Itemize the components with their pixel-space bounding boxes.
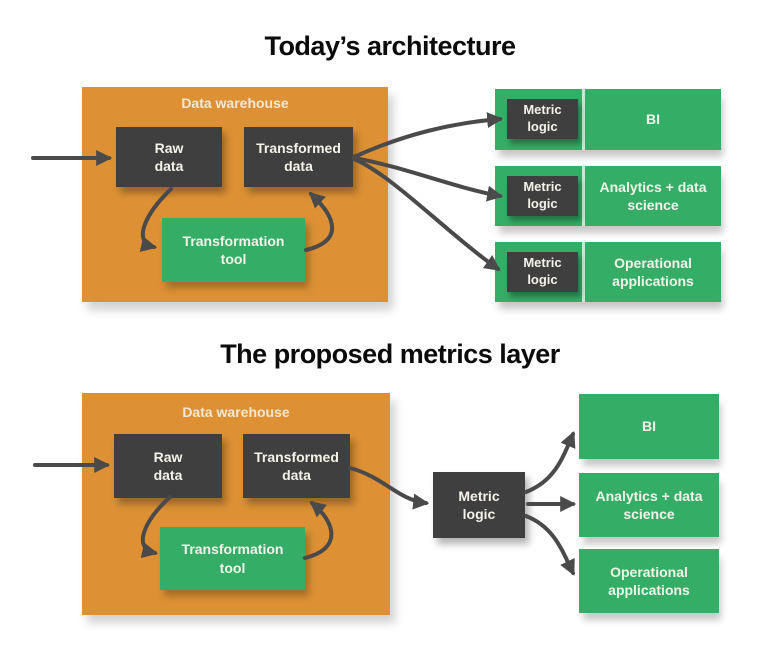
endpoint-bi-top: Metric logic BI (495, 89, 721, 150)
metric-logic-chip-operational: Metric logic (507, 252, 578, 292)
title-proposed-metrics-layer: The proposed metrics layer (220, 339, 560, 369)
transformation-tool-label-top: Transformation tool (182, 232, 285, 267)
arrow-metric-to-operational-bottom (524, 514, 575, 576)
arrow-metric-to-bi-bottom (524, 431, 576, 494)
endpoint-analytics-bottom: Analytics + data science (579, 473, 719, 537)
data-warehouse-label-bottom: Data warehouse (182, 404, 290, 420)
seam-divider (582, 89, 585, 150)
seam-divider (582, 242, 585, 302)
metric-logic-chip-label: Metric logic (523, 102, 562, 134)
raw-data-box-bottom: Raw data (114, 434, 222, 498)
raw-data-label-top: Raw data (154, 139, 184, 174)
data-warehouse-container-bottom: Data warehouse Raw data Transformed data… (82, 393, 390, 615)
metric-logic-label-bottom: Metric logic (458, 487, 500, 522)
operational-label-top: Operational applications (612, 254, 694, 289)
endpoint-bi-label-area: BI (585, 89, 721, 150)
endpoint-bi-bottom: BI (579, 394, 719, 459)
seam-divider (582, 166, 585, 226)
transformation-tool-box-bottom: Transformation tool (160, 527, 305, 590)
analytics-label-bottom: Analytics + data science (595, 487, 703, 522)
data-warehouse-container-top: Data warehouse Raw data Transformed data… (82, 87, 388, 302)
transformed-data-box-bottom: Transformed data (243, 434, 350, 498)
endpoint-operational-top: Metric logic Operational applications (495, 242, 721, 302)
operational-label-bottom: Operational applications (608, 563, 690, 598)
raw-data-box-top: Raw data (116, 127, 222, 187)
metric-logic-chip-bi: Metric logic (507, 99, 578, 139)
endpoint-analytics-label-area: Analytics + data science (585, 166, 721, 226)
bi-label-top: BI (646, 111, 660, 128)
transformation-tool-label-bottom: Transformation tool (181, 541, 284, 576)
raw-data-label-bottom: Raw data (153, 448, 183, 483)
bi-label-bottom: BI (642, 418, 656, 435)
metric-logic-chip-label: Metric logic (523, 255, 562, 287)
metric-logic-chip-label: Metric logic (523, 179, 562, 211)
metric-logic-chip-analytics: Metric logic (507, 176, 578, 216)
transformed-data-box-top: Transformed data (244, 127, 353, 187)
analytics-label-top: Analytics + data science (599, 178, 707, 213)
title-todays-architecture: Today’s architecture (264, 31, 516, 61)
endpoint-operational-label-area: Operational applications (585, 242, 721, 302)
data-warehouse-label-top: Data warehouse (181, 95, 289, 111)
transformed-data-label-top: Transformed data (256, 139, 341, 174)
endpoint-analytics-top: Metric logic Analytics + data science (495, 166, 721, 226)
transformation-tool-box-top: Transformation tool (162, 218, 305, 282)
endpoint-operational-bottom: Operational applications (579, 549, 719, 613)
metric-logic-box-bottom: Metric logic (433, 472, 525, 538)
transformed-data-label-bottom: Transformed data (254, 448, 339, 483)
